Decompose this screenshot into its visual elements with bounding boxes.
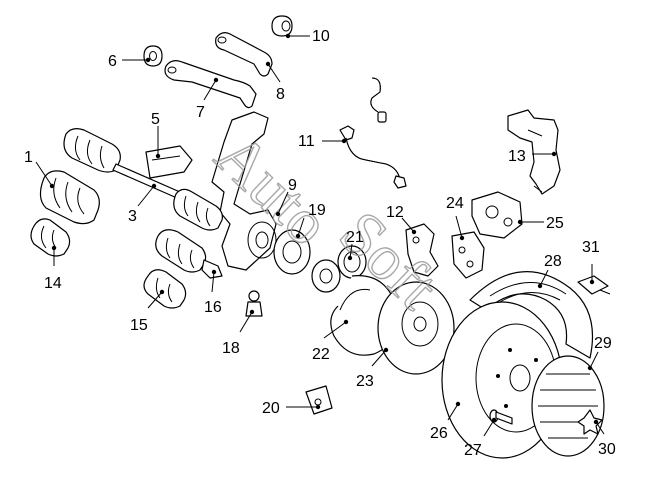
callout-5: 5 [151,111,161,159]
part-5-plate [145,145,193,179]
part-sensor-wire [370,77,387,123]
part-14-boot [30,218,71,257]
callout-label: 24 [446,195,464,212]
callout-24: 24 [446,195,465,241]
callout-11: 11 [298,133,347,150]
part-28-tire [469,271,594,359]
part-20-bracket [305,385,333,415]
part-12-caliper-bracket [405,223,439,277]
callout-label: 19 [308,202,326,219]
callout-16: 16 [204,269,222,316]
watermark-text-auto: Auto [202,119,343,259]
callout-label: 12 [386,204,404,221]
callout-label: 21 [346,229,364,246]
callout-25: 25 [517,215,564,232]
callout-label: 8 [276,86,285,103]
part-29-hubcap [531,355,605,457]
callout-label: 23 [356,373,374,390]
callout-29: 29 [587,335,612,371]
callout-9: 9 [275,177,297,217]
part-23-brake-disc [377,281,455,375]
callout-1: 1 [24,149,55,189]
part-26-wheel [441,301,563,459]
callout-label: 13 [508,148,526,165]
part-30-star [577,409,603,435]
callout-label: 6 [108,53,117,70]
callout-3: 3 [128,183,157,225]
callout-28: 28 [537,253,562,289]
callout-27: 27 [464,417,497,459]
callout-21: 21 [346,229,364,261]
callout-label: 15 [130,317,148,334]
callout-label: 27 [464,442,482,459]
part-cv-boot-upper [63,128,121,173]
callout-label: 11 [298,133,315,150]
callout-26: 26 [430,401,461,442]
part-10-bushing [271,15,293,37]
part-1-boot [39,170,100,225]
callout-13: 13 [508,148,557,165]
callout-label: 25 [546,215,564,232]
part-24-caliper [451,231,485,279]
part-13-bracket [507,109,561,195]
callout-label: 9 [288,177,297,194]
callout-18: 18 [222,309,255,357]
part-16-boot [155,229,223,279]
part-6-bushing [143,45,163,67]
part-15-boot [143,269,187,309]
callout-label: 14 [44,275,62,292]
part-wheel-carrier [211,111,277,271]
callout-label: 28 [544,253,562,270]
callout-label: 26 [430,425,448,442]
part-31-sensor [577,275,611,295]
callout-label: 29 [594,335,612,352]
callout-label: 1 [24,149,33,166]
callout-label: 18 [222,340,240,357]
callout-12: 12 [386,204,417,235]
callout-20: 20 [262,400,321,417]
part-3-driveshaft [112,163,223,231]
callout-30: 30 [593,419,616,458]
part-11-brake-hose [339,125,407,189]
part-21-ring [337,245,367,279]
callout-label: 31 [582,239,600,256]
callout-8: 8 [265,61,285,103]
callout-label: 7 [196,104,205,121]
callout-15: 15 [130,289,165,334]
callout-label: 10 [312,28,330,45]
callout-31: 31 [582,239,600,285]
part-25-caliper-body [471,191,523,239]
callout-label: 20 [262,400,280,417]
callout-19: 19 [295,202,326,239]
part-19-hub [273,229,341,293]
part-7-lower-link [164,60,257,109]
callout-23: 23 [356,347,389,390]
callout-label: 3 [128,208,137,225]
callout-label: 22 [312,346,330,363]
callout-label: 5 [151,111,160,128]
callout-22: 22 [312,319,349,363]
callout-7: 7 [196,77,219,121]
callout-14: 14 [44,245,62,292]
callout-label: 16 [204,299,222,316]
callout-6: 6 [108,53,151,70]
part-8-upper-link [215,32,273,77]
callout-label: 30 [598,441,616,458]
parts [30,15,611,459]
callout-10: 10 [285,28,330,45]
